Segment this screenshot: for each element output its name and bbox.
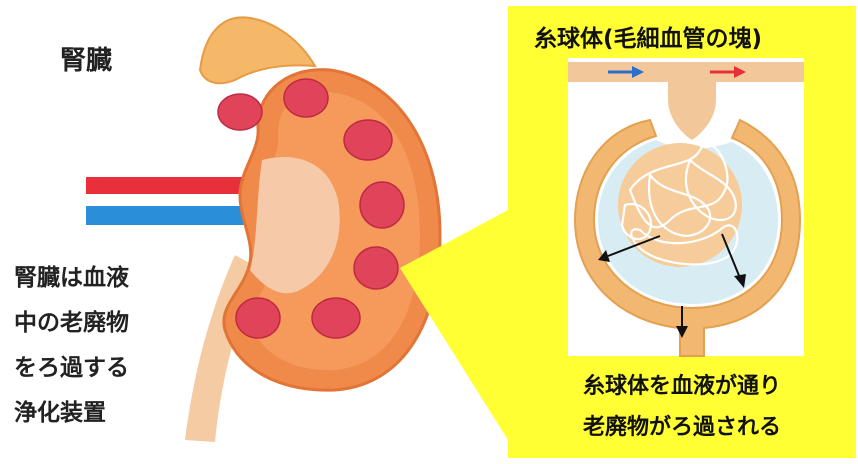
description-line: 腎臓は血液 xyxy=(14,256,129,301)
kidney-title: 腎臓 xyxy=(60,40,112,77)
description-line: をろ過する xyxy=(14,346,129,391)
zoom-caption: 糸球体を血液が通り 老廃物がろ過される xyxy=(508,366,856,448)
vessel-stem xyxy=(668,62,716,140)
kidney-description: 腎臓は血液 中の老廃物 をろ過する 浄化装置 xyxy=(14,256,129,436)
description-line: 浄化装置 xyxy=(14,391,129,436)
caption-line: 糸球体を血液が通り xyxy=(508,366,856,407)
description-line: 中の老廃物 xyxy=(14,301,129,346)
caption-line: 老廃物がろ過される xyxy=(508,407,856,448)
